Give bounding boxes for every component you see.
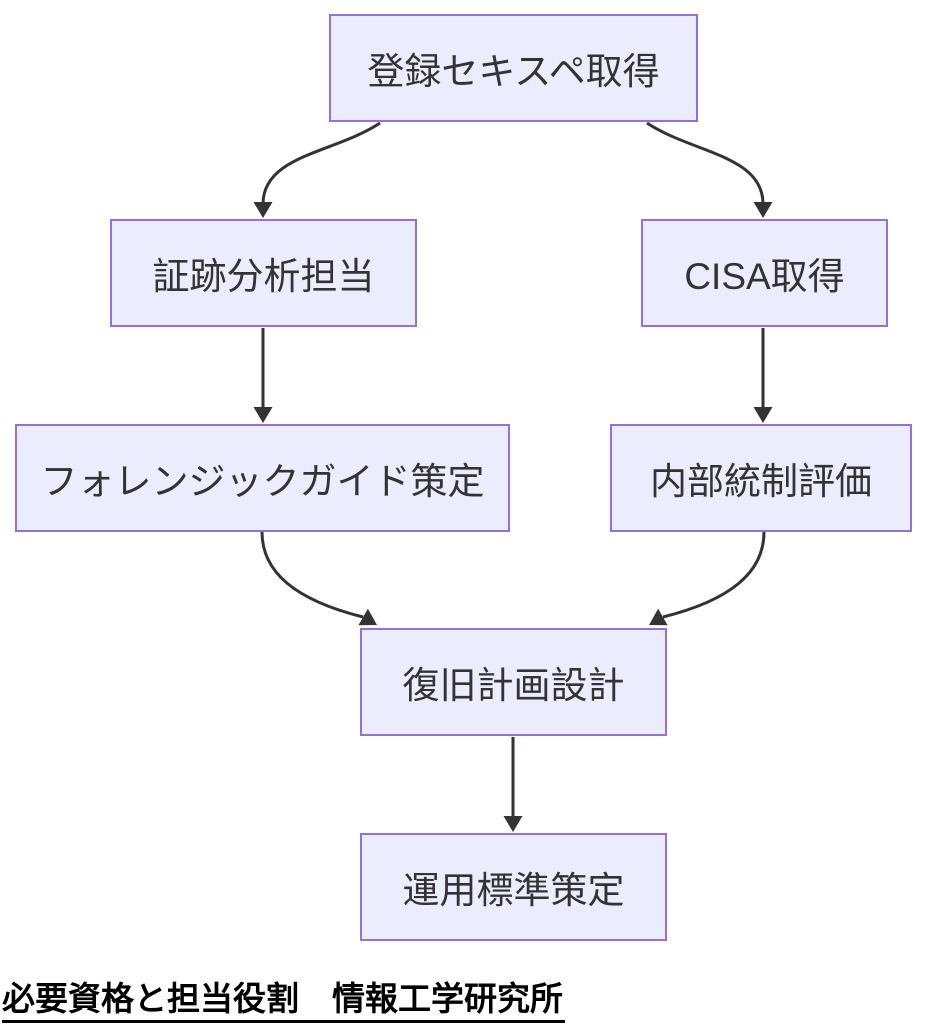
edge-n1-n2 <box>261 121 381 205</box>
arrowhead-n1-n3 <box>753 202 773 218</box>
edge-n1-n3 <box>646 121 765 205</box>
flow-node-label: 内部統制評価 <box>650 461 872 502</box>
flow-node-label: 証跡分析担当 <box>152 256 375 297</box>
flow-node-registered-secsp: 登録セキスペ取得 <box>329 14 698 122</box>
diagram-caption: 必要資格と担当役割 情報工学研究所 <box>2 980 565 1024</box>
flow-node-label: CISA取得 <box>684 256 845 297</box>
arrowhead-n1-n2 <box>253 202 273 218</box>
edge-n4-n6 <box>260 531 364 619</box>
arrowhead-n2-n4 <box>253 407 273 423</box>
flow-node-label: 復旧計画設計 <box>402 665 625 706</box>
flow-node-evidence-analysis: 証跡分析担当 <box>110 219 417 327</box>
flow-node-forensic-guide: フォレンジックガイド策定 <box>15 424 510 532</box>
flow-node-label: 登録セキスペ取得 <box>367 51 660 92</box>
arrowhead-n3-n5 <box>753 407 773 423</box>
flow-node-internal-control: 内部統制評価 <box>610 424 912 532</box>
arrowhead-n6-n7 <box>503 816 523 832</box>
flow-node-label: フォレンジックガイド策定 <box>40 461 485 502</box>
flow-node-recovery-plan: 復旧計画設計 <box>360 628 667 736</box>
flow-node-label: 運用標準策定 <box>402 870 625 911</box>
edge-n5-n6 <box>662 531 766 619</box>
flow-node-cisa: CISA取得 <box>641 219 888 327</box>
flow-node-operation-standard: 運用標準策定 <box>360 833 667 941</box>
